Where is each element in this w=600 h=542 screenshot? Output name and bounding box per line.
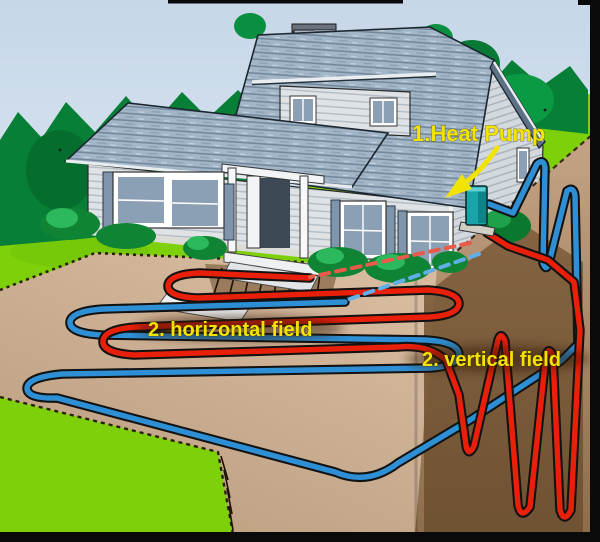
heat-pump-label: 1.Heat Pump [412,121,545,146]
warm-pipe-hidden-dashed [308,241,472,279]
front-windows [102,171,454,271]
horizontal-field-label: 2. horizontal field [148,319,312,341]
cold-pipe-hidden-dashed [342,252,481,303]
gable-rake [489,58,546,150]
heat-pump-unit [458,185,496,237]
door [246,175,261,249]
label-shadow [136,315,344,341]
cold-pipe [24,159,581,480]
upper-eave-shadow [251,75,437,86]
porch-post [299,175,309,259]
doorway [256,178,290,248]
label-shadow [406,346,590,372]
upper-eave-trim [251,72,437,84]
vertical-field-label: 2. vertical field [422,349,561,371]
arrow-icon [445,145,500,198]
